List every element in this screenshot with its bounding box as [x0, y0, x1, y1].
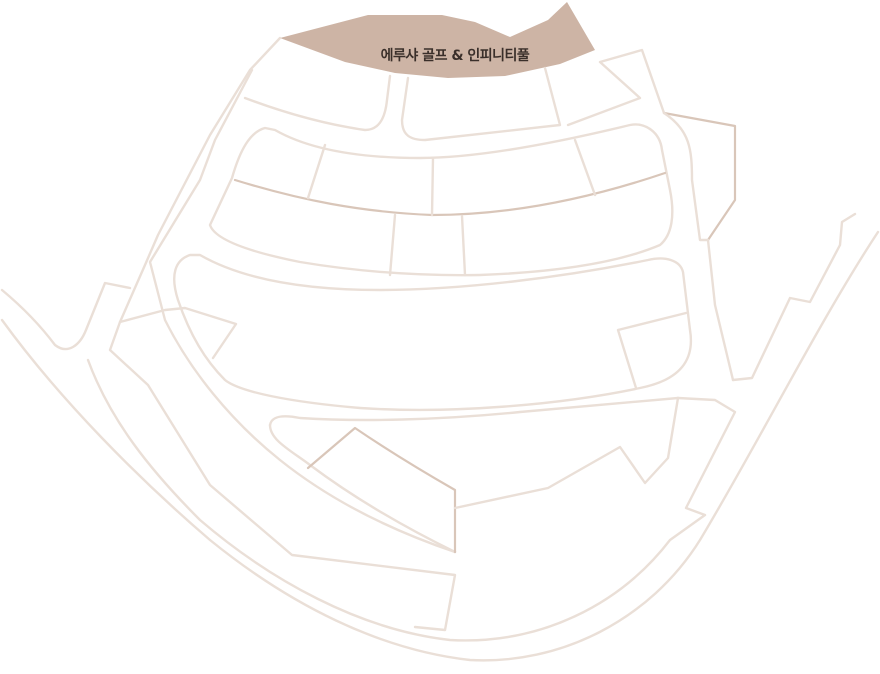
golf-infinity-pool-area[interactable] [280, 2, 595, 78]
lower-ring-top [268, 396, 680, 427]
upper-ring [208, 123, 674, 277]
middle-ring [173, 253, 693, 412]
right-road-spur [731, 212, 857, 382]
upper-ring-divider [233, 171, 667, 217]
left-lot-line [118, 306, 238, 360]
left-band-outer [108, 36, 457, 632]
outer-road-inner-bottom [86, 358, 737, 642]
golf-infinity-pool-label: 에루샤 골프 & 인피니티풀 [381, 47, 530, 64]
upper-ring-cut-3 [573, 138, 597, 197]
right-road-inner [706, 238, 735, 382]
top-block-mid [400, 66, 562, 142]
upper-ring-cut-5 [460, 214, 467, 277]
right-loop-road [662, 111, 710, 242]
top-block-right [566, 48, 666, 127]
lower-lot-right [453, 396, 680, 510]
lower-lot-outline [306, 426, 457, 554]
lower-ring [268, 423, 457, 554]
upper-ring-cut-4 [388, 213, 397, 277]
right-wing-outline [662, 111, 737, 242]
outer-road-bottom [0, 230, 880, 662]
middle-ring-lot [616, 311, 688, 390]
upper-ring-cut-2 [430, 156, 435, 217]
outer-road-left [0, 281, 132, 351]
top-block-left [243, 74, 392, 132]
upper-ring-cut-1 [306, 143, 327, 200]
left-band-inner [148, 68, 457, 554]
